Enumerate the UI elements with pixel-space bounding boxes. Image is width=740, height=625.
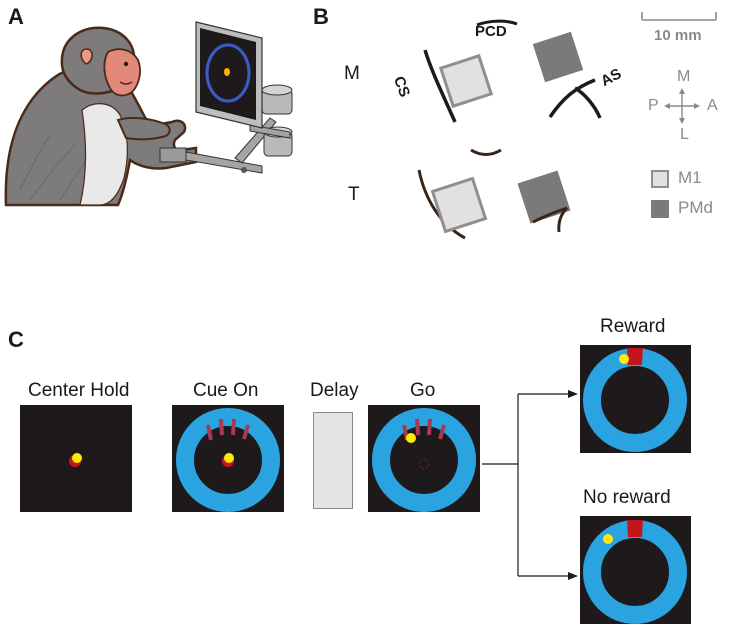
selected-target [627,348,643,365]
legend-swatch-m1 [651,170,669,188]
sulcus-as-m [548,78,602,119]
legend-label-pmd: PMd [678,198,713,217]
compass-arrows-icon [664,88,700,124]
legend-label-m1: M1 [678,168,702,187]
sulcus-cs-t [417,169,466,240]
screen-center-hold [20,405,132,512]
sulcus-pcd-t [470,148,502,156]
array-map [417,19,602,240]
stage-label-cue-on: Cue On [193,380,259,401]
sulcus-label-pcd: PCD [475,23,507,40]
sulcus-pcd-m [476,19,518,27]
monkey-illustration [4,21,293,207]
cursor [406,433,416,443]
cursor [603,534,613,544]
sulcus-cs-m [423,49,457,123]
center-target-outline [418,458,430,470]
m1-array-m [438,53,494,109]
pmd-array-m [532,31,584,83]
row-label-t: T [348,184,360,205]
delay-box [313,412,353,509]
stage-label-delay: Delay [310,380,359,401]
target-ring [176,408,280,512]
cue-targets [206,418,250,441]
outcome-arrows [482,390,578,580]
monitor-center-dot [224,68,230,76]
cursor [72,453,82,463]
m1-array-t [430,176,488,234]
screen-reward [580,345,691,453]
legend-swatch-pmd [651,200,669,218]
stage-label-center-hold: Center Hold [28,380,130,401]
manipulandum-handle [159,147,187,163]
cursor [224,453,234,463]
monkey-chest [79,103,129,206]
screen-go [368,405,480,512]
outcome-label-reward: Reward [600,316,666,337]
target-ring [372,408,476,512]
panel-a-label: A [8,4,24,29]
scale-bar-label: 10 mm [654,27,702,44]
screen-no-reward [580,516,691,624]
scale-bar [641,12,717,21]
stage-label-go: Go [410,380,436,401]
row-label-m: M [344,63,360,84]
compass-medial: M [677,68,691,85]
monkey-face [103,48,141,97]
screen-cue-on [172,405,284,512]
outcome-label-no-reward: No reward [583,487,671,508]
compass-posterior: P [648,97,659,114]
compass-lateral: L [680,126,689,143]
selected-target [627,520,643,537]
sulcus-as-t [532,206,569,233]
monitor-ring [205,43,251,103]
panel-b-label: B [313,4,329,29]
panel-c-label: C [8,327,24,352]
cursor [619,354,629,364]
cue-targets [402,418,446,441]
compass-anterior: A [707,97,718,114]
